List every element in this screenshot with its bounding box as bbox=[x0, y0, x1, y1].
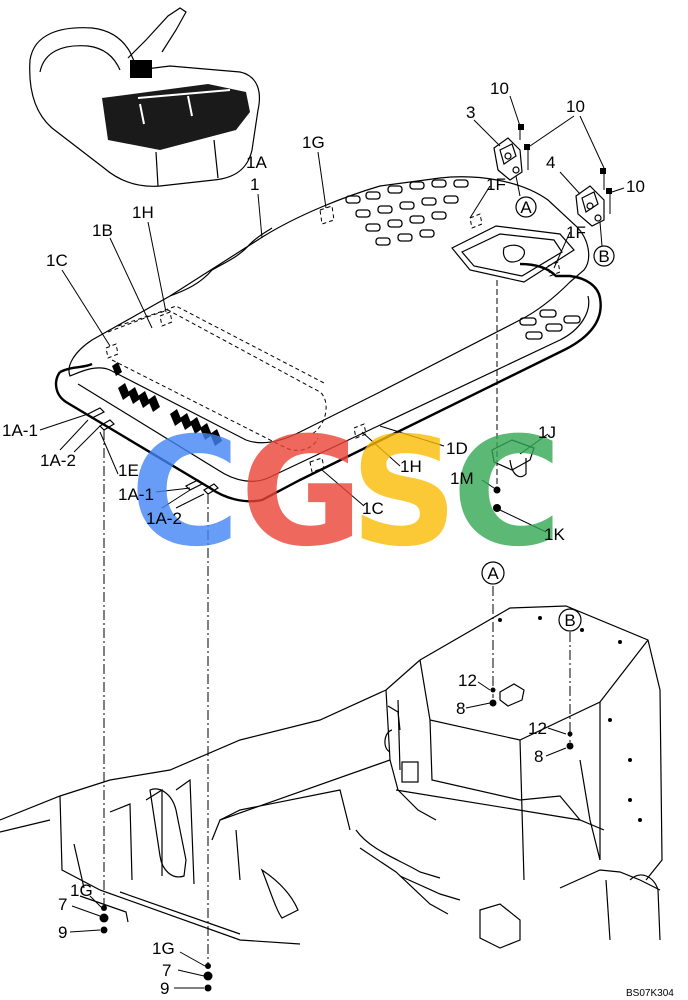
left-vents bbox=[112, 362, 222, 446]
callout-1g-bottom-right: 1G bbox=[152, 939, 175, 958]
reference-mark-a-bottom-label: A bbox=[487, 564, 499, 583]
callout-1a-1-mid: 1A-1 bbox=[118, 485, 154, 504]
callout-10-b: 10 bbox=[566, 97, 585, 116]
callout-12-b: 12 bbox=[528, 719, 547, 738]
roof-panel bbox=[54, 176, 602, 503]
callout-1a-1-left: 1A-1 bbox=[2, 421, 38, 440]
reference-mark-a-bottom: A bbox=[481, 561, 505, 585]
callout-1a-2-left: 1A-2 bbox=[40, 451, 76, 470]
callout-10-a: 10 bbox=[490, 79, 509, 98]
watermark-letter-4: C bbox=[452, 406, 562, 580]
callout-1: 1 bbox=[250, 175, 259, 194]
callout-10-c: 10 bbox=[626, 177, 645, 196]
hinge-4 bbox=[559, 171, 605, 227]
callout-8-a: 8 bbox=[456, 699, 465, 718]
drawing-code: BS07K304 bbox=[626, 988, 674, 999]
callout-1c-left: 1C bbox=[46, 251, 68, 270]
seat-inset-illustration bbox=[29, 7, 261, 187]
callout-1e: 1E bbox=[118, 461, 139, 480]
callout-9-bottom-left: 9 bbox=[58, 923, 67, 942]
callout-9-bottom-right: 9 bbox=[160, 979, 169, 998]
reference-mark-a-top-label: A bbox=[520, 198, 532, 217]
reference-mark-b-top: B bbox=[593, 221, 615, 267]
callout-12-a: 12 bbox=[458, 671, 477, 690]
roof-hatch bbox=[451, 225, 575, 283]
callout-1f-lower: 1F bbox=[566, 223, 586, 242]
callout-3: 3 bbox=[466, 103, 475, 122]
bolts-10 bbox=[509, 95, 625, 214]
callout-1a: 1A bbox=[246, 153, 267, 172]
reference-mark-b-top-label: B bbox=[598, 247, 609, 266]
callout-1m: 1M bbox=[450, 469, 474, 488]
callout-1g-top: 1G bbox=[302, 133, 325, 152]
callout-1d: 1D bbox=[446, 439, 468, 458]
reference-mark-a-top: A bbox=[515, 175, 537, 218]
callout-1a-2-mid: 1A-2 bbox=[146, 509, 182, 528]
right-vent-grid bbox=[345, 179, 581, 340]
callout-4: 4 bbox=[546, 153, 555, 172]
callout-leaders bbox=[39, 151, 571, 509]
watermark-letter-2: G bbox=[240, 406, 363, 580]
reference-mark-b-bottom: B bbox=[558, 608, 582, 632]
bracket-1j bbox=[481, 280, 549, 533]
callout-1k: 1K bbox=[544, 525, 565, 544]
callout-1j: 1J bbox=[538, 423, 556, 442]
callout-1c-mid: 1C bbox=[362, 499, 384, 518]
callout-8-b: 8 bbox=[534, 747, 543, 766]
callout-labels: 1A 1 1G 1B 1H 1C 1A-1 1A-2 1E 1A-1 1A-2 … bbox=[2, 79, 674, 999]
callout-1f-upper: 1F bbox=[486, 175, 506, 194]
watermark: C G S C bbox=[130, 406, 562, 580]
watermark-letter-3: S bbox=[350, 406, 458, 580]
watermark-letter-1: C bbox=[130, 406, 240, 580]
callout-1h-mid: 1H bbox=[400, 457, 422, 476]
chassis-frame bbox=[0, 605, 663, 949]
callout-1b: 1B bbox=[92, 221, 113, 240]
fasteners-lower bbox=[69, 681, 574, 992]
reference-mark-b-bottom-label: B bbox=[564, 611, 575, 630]
callout-1h-top: 1H bbox=[132, 203, 154, 222]
callout-7-bottom-right: 7 bbox=[162, 961, 171, 980]
callout-1g-bottom-left: 1G bbox=[70, 881, 93, 900]
callout-7-bottom-left: 7 bbox=[58, 895, 67, 914]
hinge-3 bbox=[473, 119, 523, 181]
